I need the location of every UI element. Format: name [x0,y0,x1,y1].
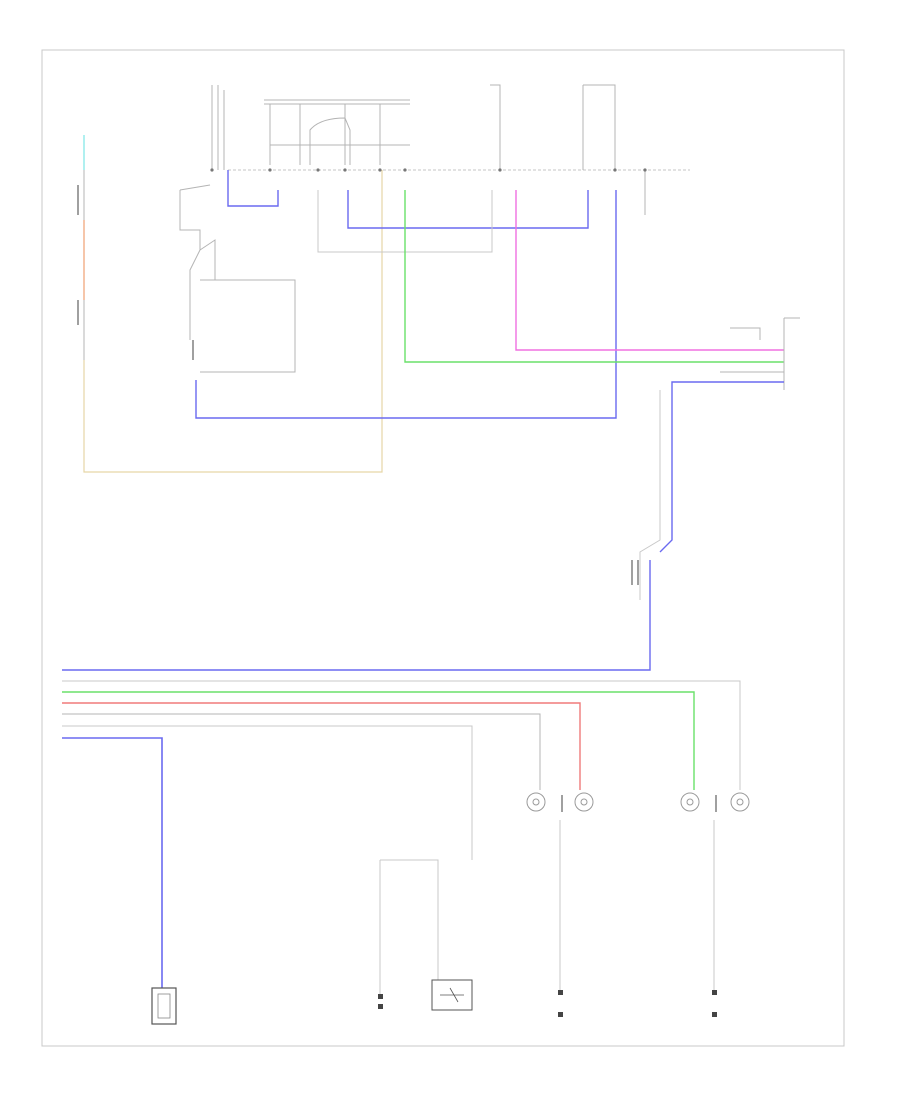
junction-dots [210,168,647,172]
red-wire-lower-bus [62,702,581,790]
blue-wire-mid-loop [347,190,589,229]
gray-wire-lower-bus-3 [62,725,473,860]
rear-right-sensor-icon [730,792,750,812]
tan-wire-left-loop [83,170,383,473]
bottom-connector-r2-icon [712,990,717,1017]
diagram-frame [41,49,845,1047]
top-connector-blocks [211,84,646,215]
bottom-connector-r1-icon [558,990,563,1017]
green-wire-upper [404,190,784,363]
front-right-sensor-icon [574,792,594,812]
bottom-center-box-icon [431,979,473,1011]
right-connector [720,317,800,390]
gray-wire-lower-bus-1 [62,680,741,790]
blue-wire-top-left [227,170,279,207]
rear-left-sensor-icon [680,792,700,812]
data-link-connector-icon [151,987,177,1025]
front-left-sensor-icon [526,792,546,812]
blue-wire-bottom-return [195,190,617,419]
bottom-gray-lines [379,820,715,995]
blue-wire-dlc [62,737,163,990]
connector-ticks [77,185,717,812]
green-wire-lower-bus [62,691,695,790]
blue-wire-cluster-down [62,560,651,671]
bottom-connector-mid-icon [378,994,383,1009]
pink-wire-upper [515,190,784,351]
stop-lamp-switch-lines [179,184,296,373]
blue-wire-cluster-feed [659,381,784,553]
gray-wire-cluster-feed [639,390,661,600]
gray-wire-lower-bus-2 [62,713,541,790]
